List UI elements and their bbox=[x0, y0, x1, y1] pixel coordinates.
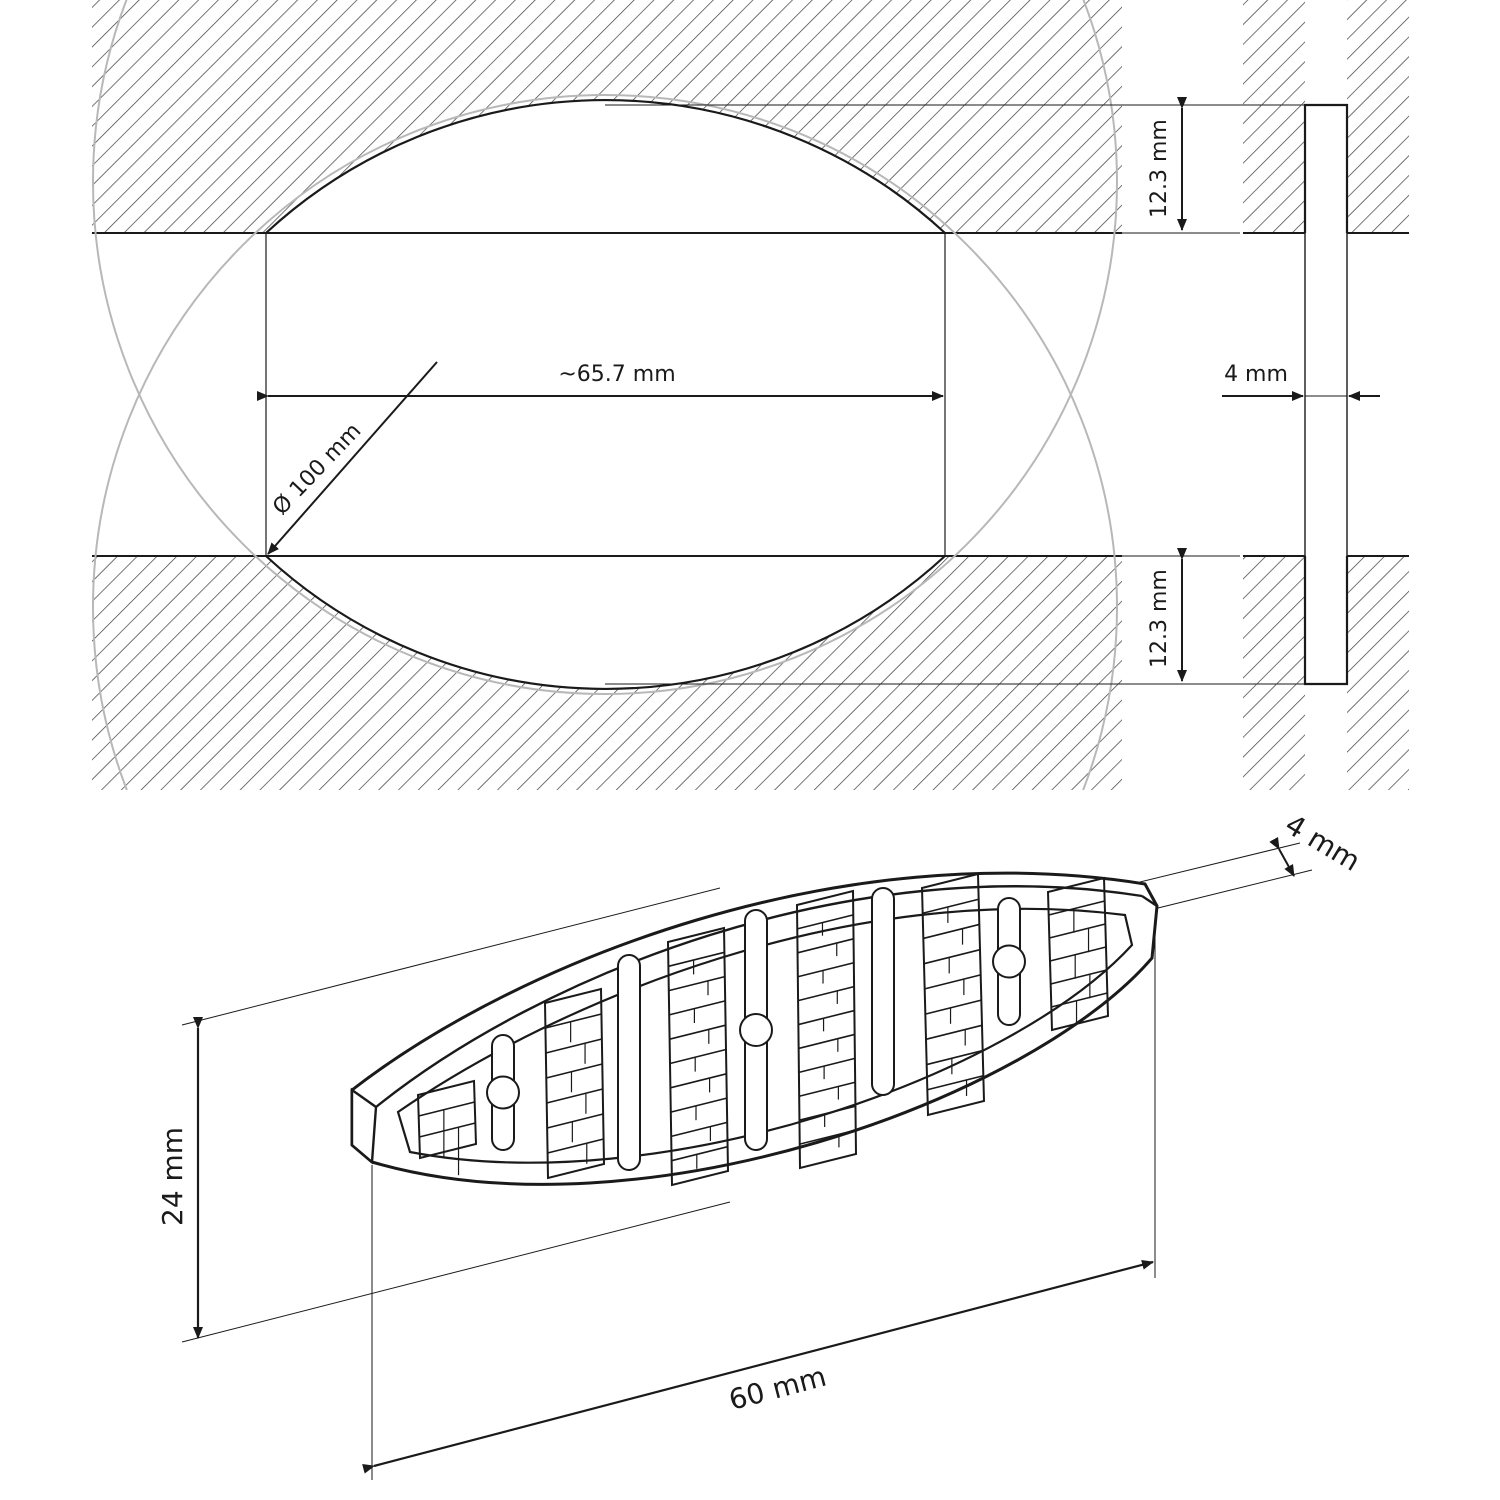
biscuit-rib-line bbox=[925, 1024, 983, 1041]
side-lower-workpiece-hatched bbox=[1243, 556, 1409, 790]
biscuit-rib-line bbox=[546, 1063, 603, 1079]
biscuit-side-profile-bottom bbox=[1303, 556, 1349, 686]
blade-construction-circles bbox=[92, 0, 1118, 790]
iso-length-label: 60 mm bbox=[725, 1360, 829, 1417]
biscuit-side-profile-top bbox=[1303, 103, 1349, 233]
lower-workpiece-hatched bbox=[92, 556, 1122, 790]
biscuit-rib-line bbox=[1050, 969, 1107, 985]
biscuit-rib-line bbox=[923, 948, 981, 965]
side-thickness-label: 4 mm bbox=[1224, 362, 1288, 387]
biscuit-upper-arc bbox=[265, 99, 946, 234]
bottom-slot-depth-label: 12.3 mm bbox=[1147, 569, 1172, 668]
biscuit-rib-line bbox=[671, 1145, 728, 1162]
biscuit-rib-column bbox=[543, 987, 606, 1180]
biscuit-edge-face bbox=[350, 1087, 378, 1165]
biscuit-rib-line bbox=[418, 1101, 475, 1117]
biscuit-rib-line bbox=[922, 898, 979, 914]
biscuit-rib-line bbox=[1048, 900, 1105, 916]
chord-length-label: ~65.7 mm bbox=[558, 362, 675, 387]
biscuit-rib-pattern bbox=[416, 872, 1110, 1187]
iso-thickness-label: 4 mm bbox=[1279, 808, 1366, 878]
section-side-view: 4 mm bbox=[1222, 0, 1409, 790]
biscuit-rib-line bbox=[797, 985, 855, 1002]
biscuit-rib-line bbox=[670, 1097, 727, 1113]
biscuit-rib-column bbox=[795, 889, 858, 1170]
biscuit-rib-line bbox=[798, 1009, 855, 1026]
biscuit-rib-line bbox=[1049, 946, 1107, 962]
biscuit-rib-line bbox=[923, 923, 980, 940]
biscuit-rib-line bbox=[546, 1088, 603, 1104]
side-upper-workpiece-hatched bbox=[1243, 0, 1409, 233]
biscuit-top-rim bbox=[375, 885, 1143, 1108]
iso-thickness-extension-bottom bbox=[1157, 869, 1313, 909]
biscuit-rib-line bbox=[547, 1138, 604, 1154]
biscuit-top-rim-right bbox=[1141, 895, 1158, 907]
biscuit-lower-arc bbox=[265, 555, 946, 690]
biscuit-rib-line bbox=[668, 975, 725, 992]
iso-width-label: 24 mm bbox=[156, 1127, 189, 1226]
biscuit-rib-line bbox=[924, 974, 981, 990]
biscuit-rib-line bbox=[1051, 992, 1108, 1008]
biscuit-rib-column bbox=[666, 926, 730, 1187]
biscuit-rib-line bbox=[926, 1049, 983, 1066]
biscuit-rib-line bbox=[798, 1033, 855, 1050]
biscuit-rib-line bbox=[927, 1075, 984, 1091]
biscuit-rib-line bbox=[546, 1113, 604, 1129]
biscuit-rib-line bbox=[668, 951, 725, 968]
biscuit-rib-line bbox=[419, 1122, 476, 1138]
iso-width-extension-bottom bbox=[181, 1201, 731, 1343]
upper-workpiece-hatched bbox=[92, 0, 1122, 233]
iso-thickness-dimension-line bbox=[1269, 836, 1295, 877]
iso-width-extension-top bbox=[181, 887, 721, 1026]
biscuit-rib-line bbox=[671, 1121, 728, 1138]
biscuit-rib-line bbox=[799, 1105, 856, 1121]
biscuit-rib-line bbox=[1049, 923, 1106, 939]
biscuit-rib-line bbox=[798, 1057, 856, 1074]
biscuit-keyhole bbox=[992, 944, 1026, 979]
iso-length-dimension-line bbox=[362, 1259, 1154, 1474]
biscuit-rib-line bbox=[798, 1081, 856, 1098]
biscuit-slot bbox=[871, 887, 895, 1096]
biscuit-slot bbox=[617, 954, 641, 1171]
biscuit-rib-line bbox=[799, 1129, 856, 1145]
biscuit-rib-line bbox=[545, 1038, 603, 1054]
section-front-view: ~65.7 mm Ø 100 mm 12.3 mm 12.3 mm bbox=[92, 0, 1305, 790]
blade-diameter-label: Ø 100 mm bbox=[268, 419, 366, 520]
biscuit-rib-line bbox=[669, 1048, 727, 1065]
biscuit-rib-line bbox=[925, 999, 982, 1015]
biscuit-rib-line bbox=[797, 938, 854, 954]
isometric-view: 24 mm 60 mm 4 mm bbox=[156, 808, 1366, 1480]
biscuit-rib-line bbox=[670, 1073, 727, 1089]
biscuit-rib-line bbox=[797, 961, 855, 978]
top-slot-depth-label: 12.3 mm bbox=[1147, 119, 1172, 218]
biscuit-rib-line bbox=[669, 1000, 726, 1016]
biscuit-rib-line bbox=[669, 1024, 726, 1040]
biscuit-rib-line bbox=[797, 914, 854, 930]
blade-radius-leader bbox=[267, 361, 438, 555]
iso-thickness-extension-top bbox=[1139, 842, 1301, 883]
biscuit-keyhole bbox=[486, 1075, 520, 1110]
biscuit-rib-line bbox=[545, 1013, 602, 1029]
biscuit-keyhole bbox=[739, 1013, 773, 1047]
